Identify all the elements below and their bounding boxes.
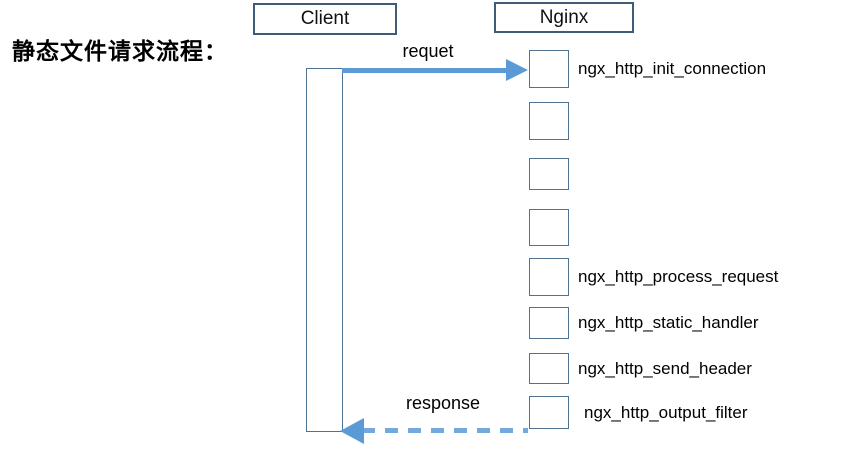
step-label — [578, 209, 838, 246]
nginx-actor-box: Nginx — [494, 2, 634, 33]
response-arrowhead-icon — [340, 418, 364, 444]
step-label: ngx_http_init_connection — [578, 59, 767, 78]
client-lifeline-rect — [306, 68, 343, 432]
page-title: 静态文件请求流程： — [12, 38, 228, 64]
step-label: ngx_http_output_filter — [584, 402, 748, 422]
step-box-empty-3 — [529, 209, 569, 246]
step-box-process-request — [529, 258, 569, 296]
request-arrow-label: requet — [402, 41, 454, 61]
step-box-static-handler — [529, 307, 569, 339]
request-arrow-line — [342, 68, 509, 73]
step-box-send-header — [529, 353, 569, 384]
step-label: ngx_http_process_request — [578, 267, 779, 286]
step-label: ngx_http_send_header — [578, 358, 752, 378]
step-box-output-filter — [529, 396, 569, 429]
response-arrow-label: response — [405, 393, 481, 413]
step-label — [578, 102, 838, 140]
step-box-init-connection — [529, 50, 569, 88]
step-label — [578, 158, 838, 190]
step-label: ngx_http_static_handler — [578, 313, 759, 332]
response-arrow-dashed-line — [362, 428, 528, 433]
step-box-empty-2 — [529, 158, 569, 190]
client-actor-box: Client — [253, 3, 397, 35]
request-arrowhead-icon — [506, 59, 528, 81]
step-box-empty-1 — [529, 102, 569, 140]
